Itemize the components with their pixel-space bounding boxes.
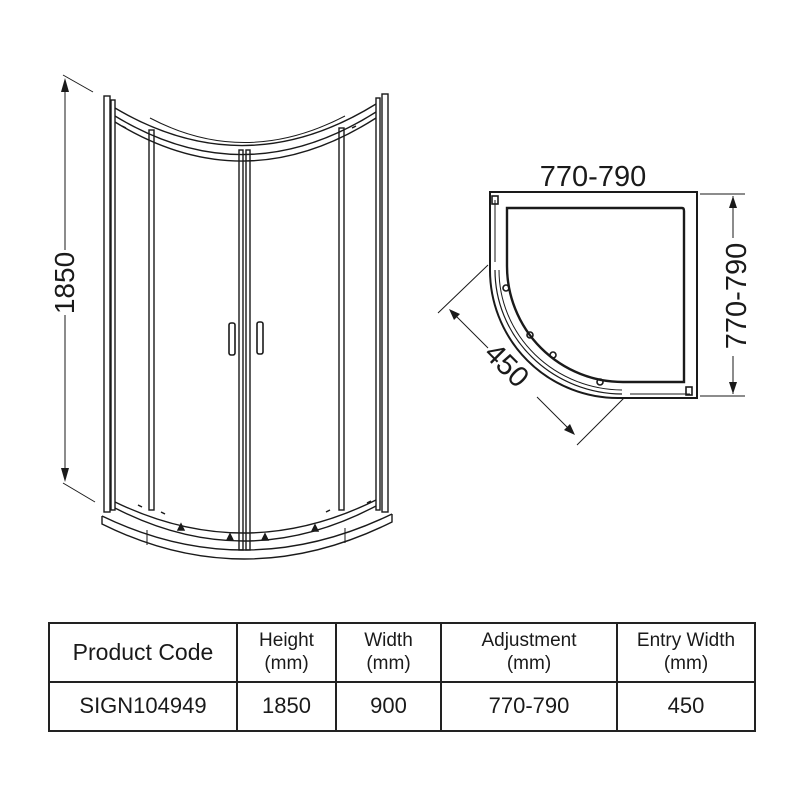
header-entry-width: Entry Width (mm) [616,622,756,683]
table-header-row: Product Code Height (mm) Width (mm) Adju… [48,622,756,683]
header-adjustment: Adjustment (mm) [440,622,618,683]
cell-width: 900 [335,681,442,732]
header-product-code: Product Code [48,622,238,683]
plan-width-dimension-label: 770-790 [540,161,646,193]
specification-table: Product Code Height (mm) Width (mm) Adju… [48,622,756,732]
cell-height: 1850 [236,681,337,732]
height-dimension-label: 1850 [49,252,80,314]
front-elevation-view [61,74,393,560]
plan-view [437,191,745,446]
header-width: Width (mm) [335,622,442,683]
cell-adjustment: 770-790 [440,681,618,732]
header-height: Height (mm) [236,622,337,683]
cell-entry-width: 450 [616,681,756,732]
plan-depth-dimension-label: 770-790 [721,243,753,349]
table-row: SIGN104949 1850 900 770-790 450 [48,681,756,732]
cell-product-code: SIGN104949 [48,681,238,732]
